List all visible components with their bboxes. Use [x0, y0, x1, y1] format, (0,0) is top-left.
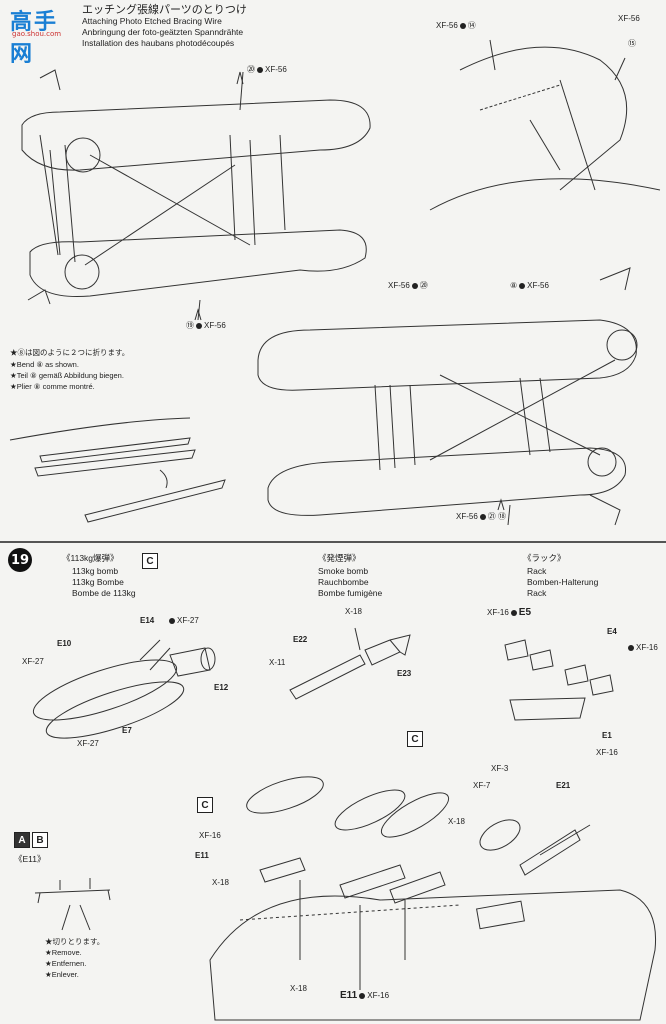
- smoke-title-en: Smoke bomb: [318, 566, 369, 576]
- variant-remove-jp: ★切りとります。: [45, 937, 105, 946]
- part-e14: E14: [140, 616, 155, 625]
- part-x18-smoke: X-18: [345, 607, 362, 616]
- variant-e11-label: 《E11》: [14, 854, 46, 864]
- part-xf27c: XF-27: [77, 739, 99, 748]
- watermark-sub: gao.shou.com: [12, 30, 62, 38]
- part-e14-xf27: XF-27: [167, 616, 199, 626]
- part-e7: E7: [122, 726, 132, 735]
- assembly-x18c: X-18: [290, 984, 307, 993]
- bomb-title-de: 113kg Bombe: [72, 577, 124, 587]
- assembly-xf3: XF-3: [491, 764, 509, 773]
- bomb-title-en: 113kg bomb: [72, 566, 119, 576]
- assembly-box-c1: C: [407, 731, 423, 747]
- part-e10: E10: [57, 639, 72, 648]
- rack-title-de: Bomben-Halterung: [527, 577, 599, 587]
- callout-15-xf56: XF-56: [618, 14, 640, 23]
- part-e4: E4: [607, 627, 617, 636]
- watermark-main: 高手网: [10, 10, 59, 67]
- part-e1: E1: [602, 731, 612, 740]
- bomb-title-jp: 《113kg爆弾》: [62, 553, 119, 563]
- part-xf27b: XF-27: [22, 657, 44, 666]
- section-divider: [0, 541, 666, 543]
- assembly-xf16: XF-16: [199, 831, 221, 840]
- rack-title-jp: 《ラック》: [523, 553, 566, 563]
- assembly-x18a: X-18: [212, 878, 229, 887]
- variant-remove-en: ★Remove.: [45, 948, 82, 957]
- variant-box-a: A: [14, 832, 30, 848]
- assembly-x18b: X-18: [448, 817, 465, 826]
- rack-title-fr: Rack: [527, 588, 547, 598]
- step-number-badge: 19: [8, 548, 32, 572]
- bomb-box-c: C: [142, 553, 158, 569]
- callout-15: ⑮: [628, 39, 636, 48]
- part-xf16b: XF-16: [626, 643, 658, 653]
- bomb-title-fr: Bombe de 113kg: [72, 588, 136, 598]
- variant-remove-de: ★Entfernen.: [45, 959, 87, 968]
- top-title-jp: エッチング張線パーツのとりつけ: [82, 4, 247, 16]
- bend-note-en: ★Bend ⑧ as shown.: [10, 360, 79, 369]
- variant-box-b: B: [32, 832, 48, 848]
- smoke-title-jp: 《発煙弾》: [318, 553, 361, 563]
- watermark-logo: 高手网 gao.shou.com: [2, 2, 80, 67]
- part-e12: E12: [214, 683, 229, 692]
- assembly-e11: E11: [195, 851, 209, 860]
- part-e22: E22: [293, 635, 308, 644]
- bend-note-jp: ★⑧は図のように２つに折ります。: [10, 348, 130, 357]
- top-title-fr: Installation des haubans photodécoupés: [82, 38, 235, 48]
- bend-note-fr: ★Plier ⑧ comme montré.: [10, 382, 95, 391]
- part-x11: X-11: [269, 658, 286, 667]
- smoke-title-fr: Bombe fumigène: [318, 588, 383, 598]
- bend-note-de: ★Teil ⑧ gemäß Abbildung biegen.: [10, 371, 124, 380]
- part-e23: E23: [397, 669, 412, 678]
- assembly-xf7: XF-7: [473, 781, 491, 790]
- assembly-e21: E21: [556, 781, 571, 790]
- rack-title-en: Rack: [527, 566, 547, 576]
- part-xf16c: XF-16: [596, 748, 618, 757]
- smoke-title-de: Rauchbombe: [318, 577, 369, 587]
- assembly-box-c2: C: [197, 797, 213, 813]
- top-title-en: Attaching Photo Etched Bracing Wire: [82, 16, 222, 26]
- top-diagram: [9, 39, 661, 526]
- top-title-de: Anbringung der foto-geätzten Spanndrähte: [82, 27, 244, 37]
- variant-remove-fr: ★Enlever.: [45, 970, 79, 979]
